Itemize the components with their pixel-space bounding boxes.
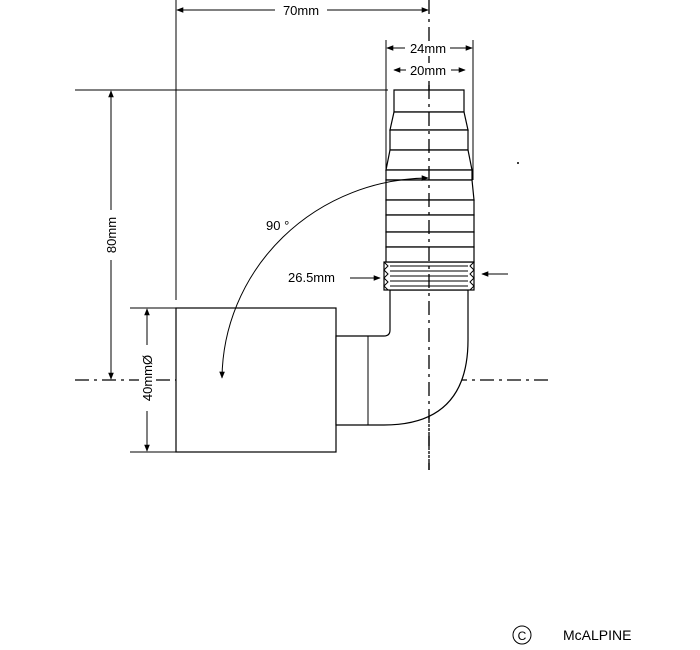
thread-label: 26.5mm bbox=[288, 270, 335, 285]
copyright-symbol: C bbox=[518, 629, 527, 643]
copyright-mark: C McALPINE bbox=[512, 625, 631, 645]
dimension-24mm: 24mm bbox=[386, 41, 473, 56]
dimension-40mm-label: 40mmØ bbox=[140, 355, 155, 401]
dimension-20mm: 20mm bbox=[393, 63, 466, 78]
copyright-icon bbox=[512, 625, 532, 645]
socket-body bbox=[175, 307, 337, 453]
dimension-80mm-label: 80mm bbox=[104, 217, 119, 253]
stray-dot bbox=[517, 162, 519, 164]
angle-90-indicator: 90 ° bbox=[219, 175, 429, 379]
dimension-70mm: 70mm bbox=[176, 2, 429, 18]
dimension-40mm-diameter: 40mmØ bbox=[139, 308, 155, 452]
dimension-24mm-label: 24mm bbox=[410, 41, 446, 56]
angle-label: 90 ° bbox=[266, 218, 289, 233]
dimension-70mm-label: 70mm bbox=[283, 3, 319, 18]
dimension-80mm: 80mm bbox=[103, 90, 119, 380]
hose-barb bbox=[385, 89, 475, 263]
dimension-thread: 26.5mm bbox=[288, 270, 508, 285]
elbow-bend bbox=[335, 289, 469, 426]
dimension-20mm-label: 20mm bbox=[410, 63, 446, 78]
brand-name: McALPINE bbox=[563, 627, 631, 643]
